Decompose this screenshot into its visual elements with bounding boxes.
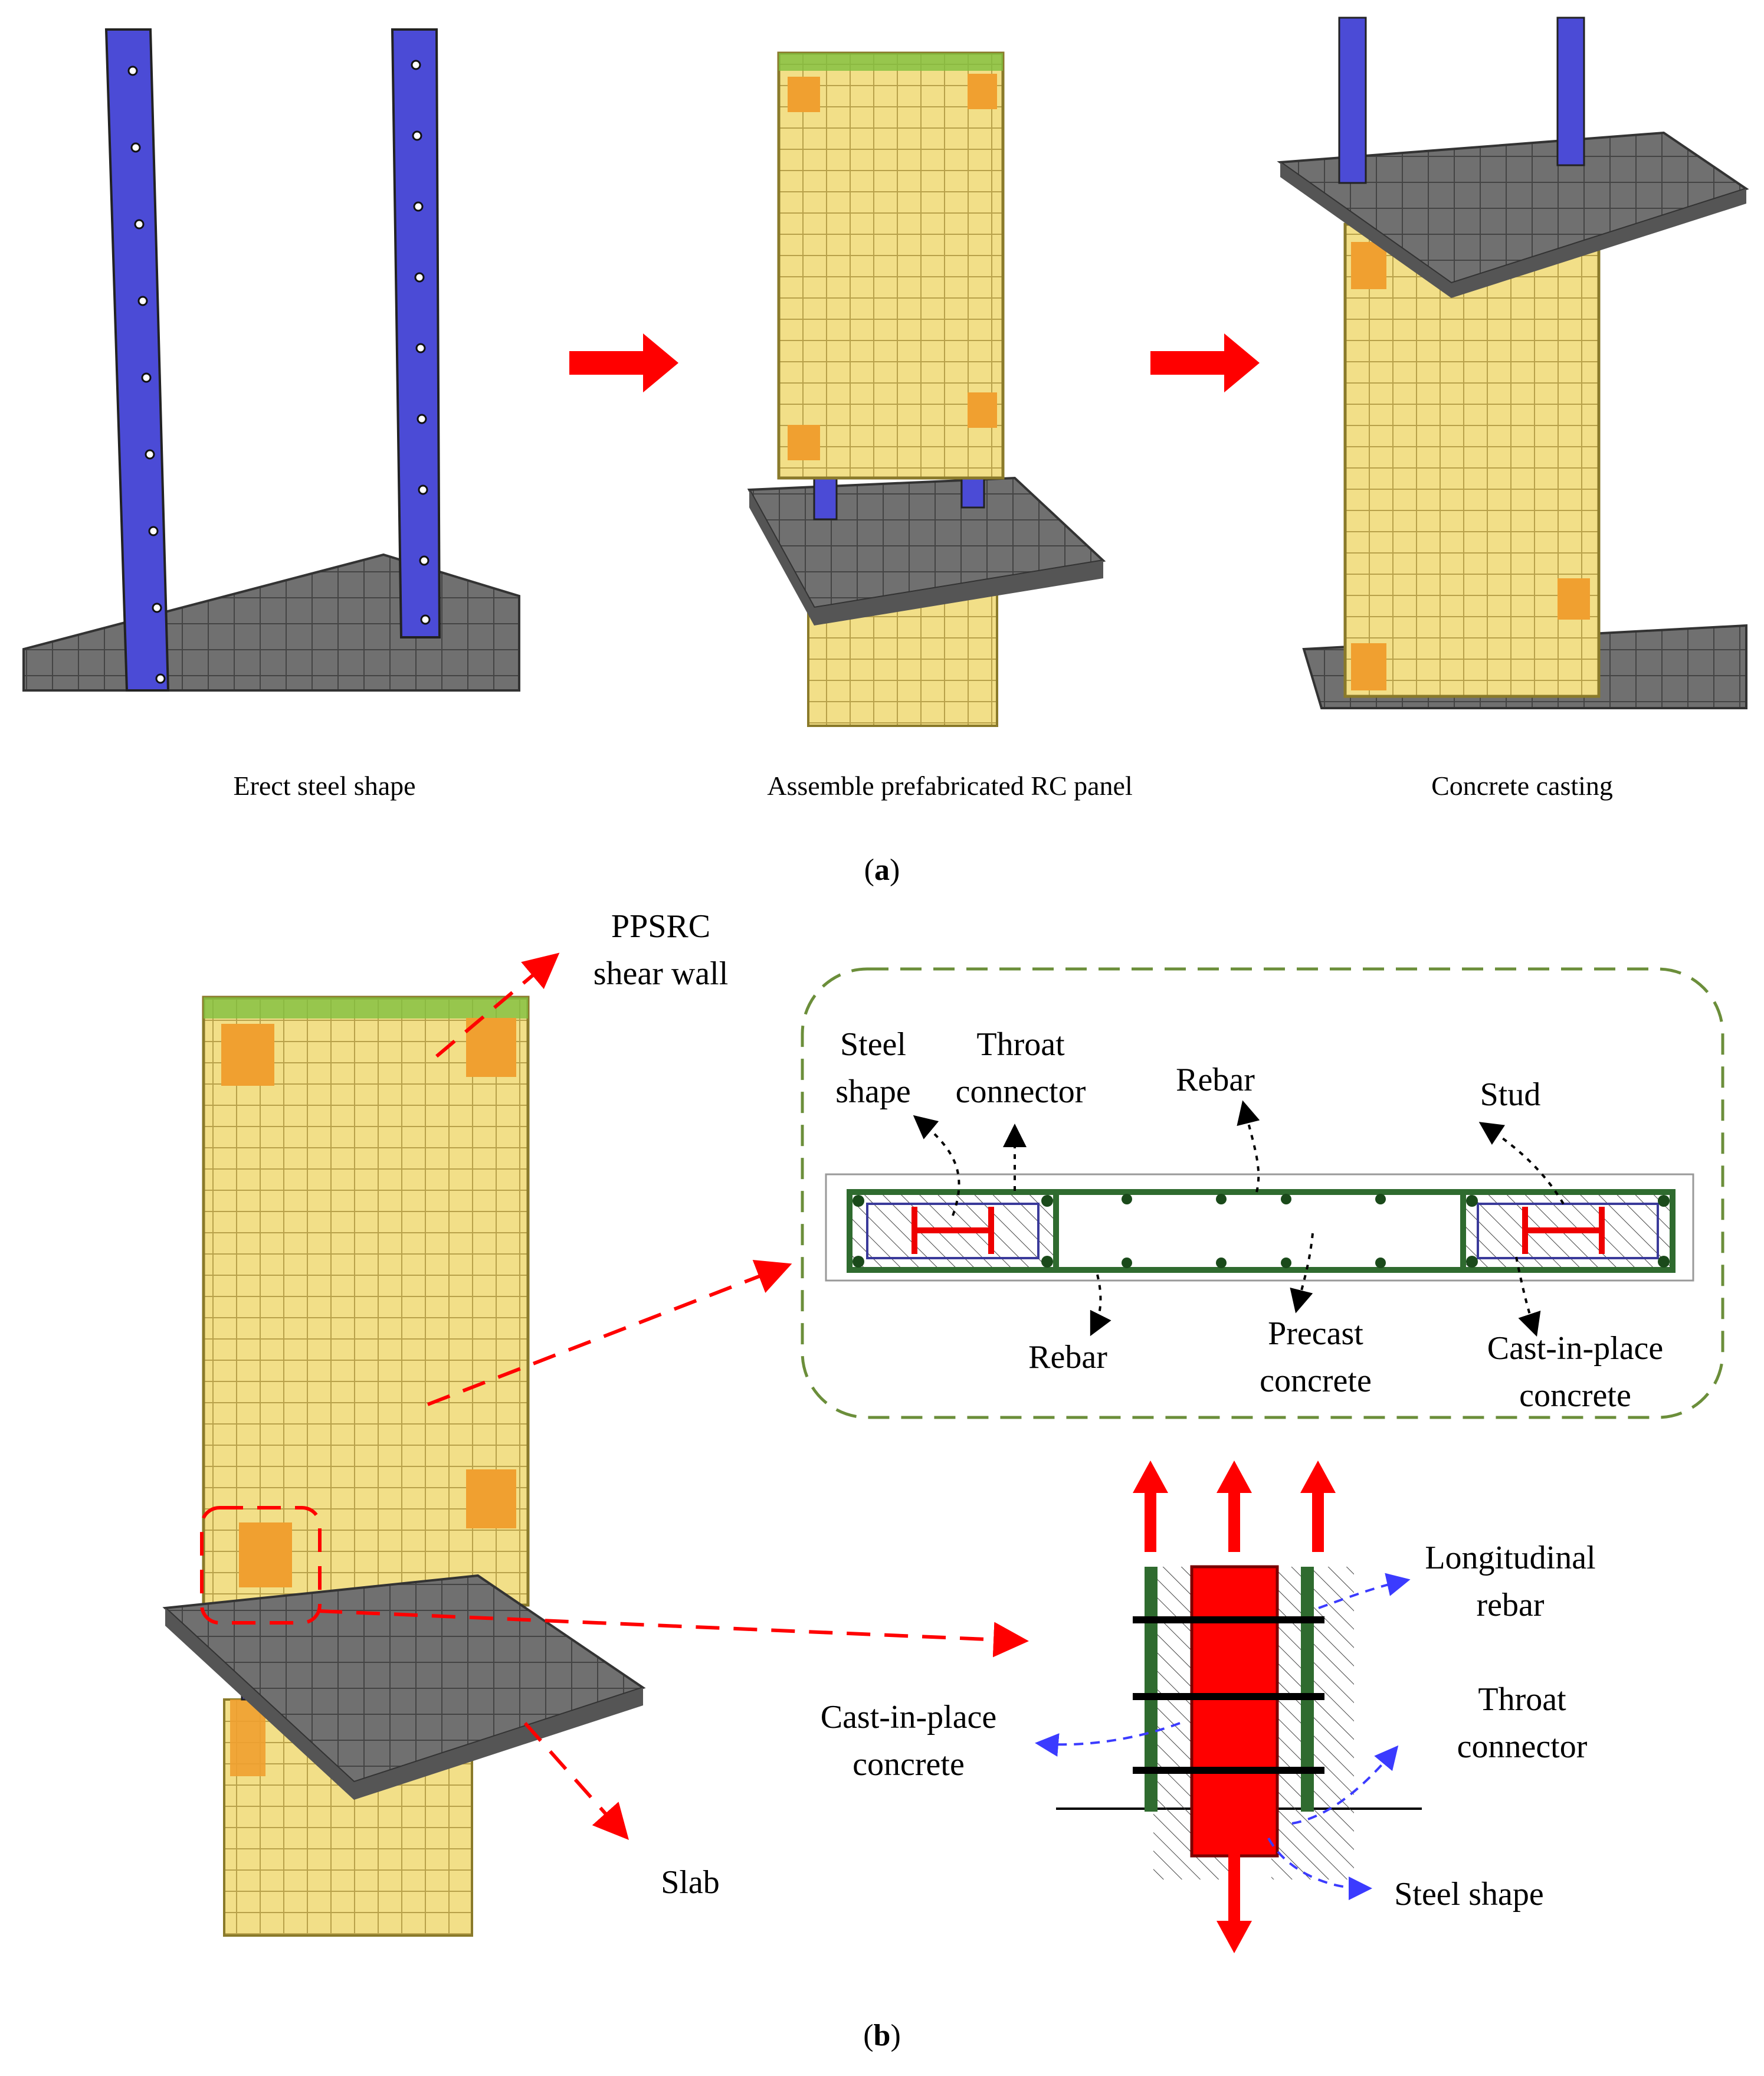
step-arrow-1	[569, 333, 678, 392]
label-rebar-top: Rebar	[1176, 1062, 1255, 1098]
label-stud: Stud	[1480, 1076, 1541, 1113]
label-cast-in-place-concrete-2: Cast-in-place concrete	[820, 1699, 997, 1783]
label-rebar-bottom: Rebar	[1028, 1339, 1107, 1376]
step-arrow-2	[1150, 333, 1260, 392]
leader-lines	[200, 952, 1029, 1840]
caption-erect-steel-shape: Erect steel shape	[233, 771, 416, 801]
label-cast-in-place-concrete: Cast-in-place concrete	[1487, 1330, 1664, 1414]
panel-tag-b: (b)	[863, 2019, 901, 2052]
caption-concrete-casting: Concrete casting	[1431, 771, 1613, 801]
label-steel-shape: Steel shape	[835, 1026, 911, 1110]
caption-assemble-panel: Assemble prefabricated RC panel	[767, 771, 1133, 801]
cross-section-detail	[801, 967, 1724, 1419]
step3-illustration	[1277, 17, 1749, 709]
step1-illustration	[22, 28, 520, 692]
label-ppsrc-shear-wall: PPSRC shear wall	[593, 908, 729, 992]
connection-detail	[1035, 1461, 1422, 1953]
label-longitudinal-rebar: Longitudinal rebar	[1425, 1540, 1596, 1623]
label-slab: Slab	[661, 1864, 720, 1901]
label-steel-shape-2: Steel shape	[1394, 1876, 1544, 1913]
wall-3d-illustration	[162, 996, 646, 1937]
step2-illustration	[747, 51, 1106, 727]
label-throat-connector: Throat connector	[955, 1026, 1086, 1110]
label-throat-connector-2: Throat connector	[1457, 1681, 1588, 1765]
panel-tag-a: (a)	[864, 853, 900, 887]
label-precast-concrete: Precast concrete	[1260, 1315, 1372, 1399]
